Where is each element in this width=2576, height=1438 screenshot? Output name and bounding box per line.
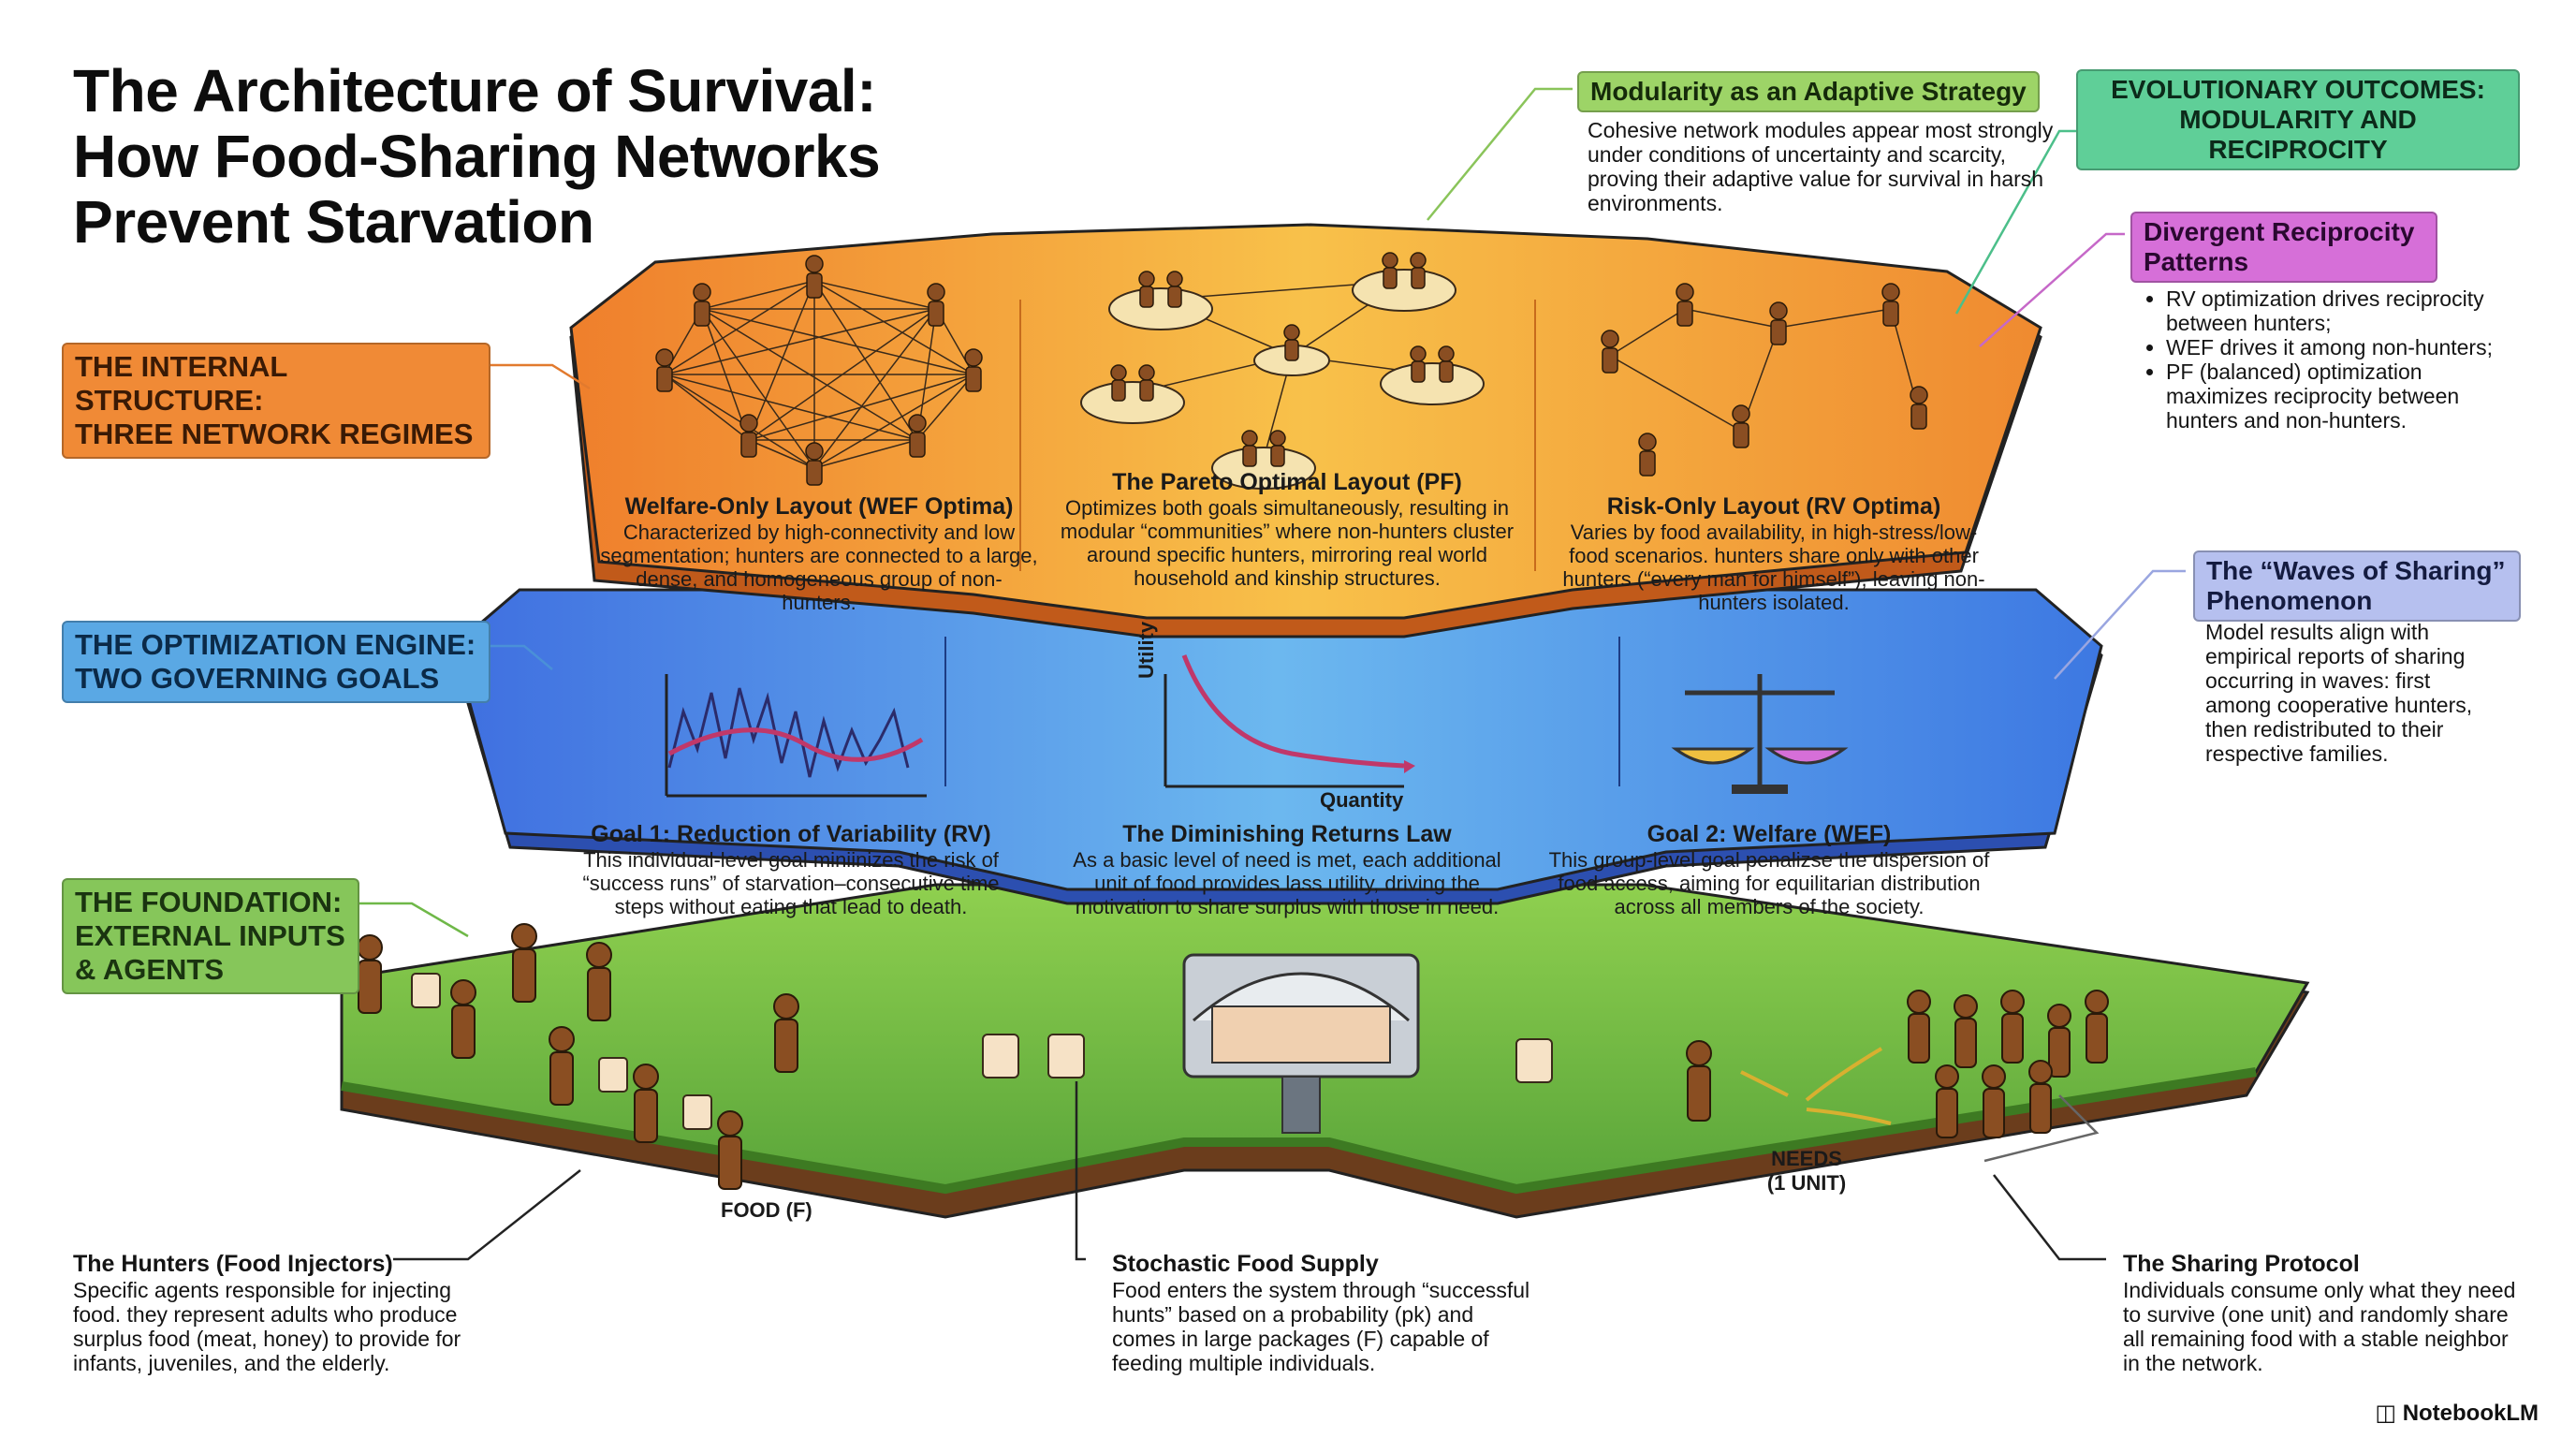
hunters-note: The Hunters (Food Injectors) Specific ag… <box>73 1250 485 1375</box>
waves-text: Model results align with empirical repor… <box>2205 620 2473 766</box>
engine-tag-line2: TWO GOVERNING GOALS <box>75 662 440 695</box>
modularity-text: Cohesive network modules appear most str… <box>1588 118 2054 215</box>
divergent-bullets: RV optimization drives reciprocity betwe… <box>2144 286 2499 433</box>
rv-layout-block: Risk-Only Layout (RV Optima) Varies by f… <box>1554 492 1994 614</box>
brand-logo: ◫ NotebookLM <box>2375 1400 2539 1427</box>
pf-layout-title: The Pareto Optimal Layout (PF) <box>1112 469 1462 495</box>
engine-tag-line1: THE OPTIMIZATION ENGINE: <box>75 628 476 661</box>
needs-line1: NEEDS <box>1771 1147 1842 1170</box>
wef-layout-block: Welfare-Only Layout (WEF Optima) Charact… <box>599 492 1039 614</box>
needs-label: NEEDS (1 UNIT) <box>1760 1147 1853 1196</box>
supply-note: Stochastic Food Supply Food enters the s… <box>1112 1250 1543 1375</box>
balance-scale-icon <box>1671 674 1849 794</box>
supply-title: Stochastic Food Supply <box>1112 1251 1379 1277</box>
food-package-icons <box>411 973 1553 1130</box>
rv-layout-text: Varies by food availability, in high-str… <box>1562 521 1985 614</box>
optimization-engine-tag: THE OPTIMIZATION ENGINE: TWO GOVERNING G… <box>62 621 490 703</box>
page-title: The Architecture of Survival: How Food-S… <box>73 58 1009 255</box>
divergent-bullet-3: PF (balanced) optimization maximizes rec… <box>2166 360 2499 433</box>
internal-tag-line2: THREE NETWORK REGIMES <box>75 418 474 450</box>
title-line-2: How Food-Sharing Networks <box>73 123 881 190</box>
needs-line2: (1 UNIT) <box>1766 1171 1847 1195</box>
evo-line2: MODULARITY AND RECIPROCITY <box>2179 105 2417 164</box>
evolutionary-outcomes-header: EVOLUTIONARY OUTCOMES: MODULARITY AND RE… <box>2076 69 2520 170</box>
food-label: FOOD (F) <box>721 1198 812 1222</box>
sharing-arrows <box>1740 1047 1892 1125</box>
variability-chart-icon <box>665 674 927 798</box>
title-line-3: Prevent Starvation <box>73 188 594 256</box>
divergent-bullet-2: WEF drives it among non-hunters; <box>2166 335 2499 360</box>
title-line-1: The Architecture of Survival: <box>73 57 877 125</box>
protocol-text: Individuals consume only what they need … <box>2123 1278 2516 1375</box>
wef-layout-text: Characterized by high-connectivity and l… <box>600 521 1038 614</box>
goal2-title: Goal 2: Welfare (WEF) <box>1647 821 1892 847</box>
brand-icon: ◫ <box>2375 1401 2397 1426</box>
modularity-header: Modularity as an Adaptive Strategy <box>1577 71 2040 112</box>
dense-network-icon <box>664 280 974 469</box>
internal-structure-tag: THE INTERNAL STRUCTURE: THREE NETWORK RE… <box>62 343 490 459</box>
hunters-text: Specific agents responsible for injectin… <box>73 1278 461 1375</box>
goal1-block: Goal 1: Reduction of Variability (RV) Th… <box>562 820 1020 918</box>
foundation-tag-line1: THE FOUNDATION: <box>75 886 343 918</box>
hunters-title: The Hunters (Food Injectors) <box>73 1251 393 1277</box>
internal-tag-line1: THE INTERNAL STRUCTURE: <box>75 350 287 417</box>
optimization-layer <box>452 588 2103 905</box>
law-text: As a basic level of need is met, each ad… <box>1073 848 1501 918</box>
supply-text: Food enters the system through “successf… <box>1112 1278 1530 1375</box>
divergent-reciprocity-header: Divergent Reciprocity Patterns <box>2130 212 2437 283</box>
goal2-text: This group-level goal penalizse the disp… <box>1548 848 1990 918</box>
goal1-text: This individual-level goal miniinizes th… <box>582 848 1000 918</box>
brand-name: NotebookLM <box>2402 1401 2539 1426</box>
utility-axis-label: Utility <box>1134 621 1158 679</box>
foundation-tag-line2: EXTERNAL INPUTS <box>75 919 345 952</box>
non-hunter-group <box>1686 990 2109 1138</box>
wef-people <box>655 255 983 486</box>
pf-layout-block: The Pareto Optimal Layout (PF) Optimizes… <box>1044 468 1530 590</box>
goal2-block: Goal 2: Welfare (WEF) This group-level g… <box>1540 820 1998 918</box>
hunter-figures <box>357 923 799 1190</box>
modular-community-icon <box>1080 252 1485 490</box>
rv-layout-title: Risk-Only Layout (RV Optima) <box>1606 493 1941 520</box>
law-block: The Diminishing Returns Law As a basic l… <box>1058 820 1516 918</box>
pf-layout-text: Optimizes both goals simultaneously, res… <box>1060 496 1515 590</box>
waves-of-sharing-header: The “Waves of Sharing” Phenomenon <box>2193 550 2521 622</box>
foundation-tag: THE FOUNDATION: EXTERNAL INPUTS & AGENTS <box>62 878 359 994</box>
diminishing-returns-chart <box>1164 654 1415 788</box>
protocol-title: The Sharing Protocol <box>2123 1251 2360 1277</box>
wef-layout-title: Welfare-Only Layout (WEF Optima) <box>624 493 1014 520</box>
quantity-axis-label: Quantity <box>1320 788 1404 812</box>
callout-lines <box>351 87 2186 1261</box>
protocol-note: The Sharing Protocol Individuals consume… <box>2123 1250 2516 1375</box>
foundation-tag-line3: & AGENTS <box>75 953 225 986</box>
law-title: The Diminishing Returns Law <box>1122 821 1452 847</box>
evo-line1: EVOLUTIONARY OUTCOMES: <box>2111 75 2485 104</box>
goal1-title: Goal 1: Reduction of Variability (RV) <box>591 821 991 847</box>
food-dispenser <box>1182 953 1420 1134</box>
divergent-bullet-1: RV optimization drives reciprocity betwe… <box>2166 286 2499 335</box>
sparse-network-icon <box>1601 283 1928 477</box>
